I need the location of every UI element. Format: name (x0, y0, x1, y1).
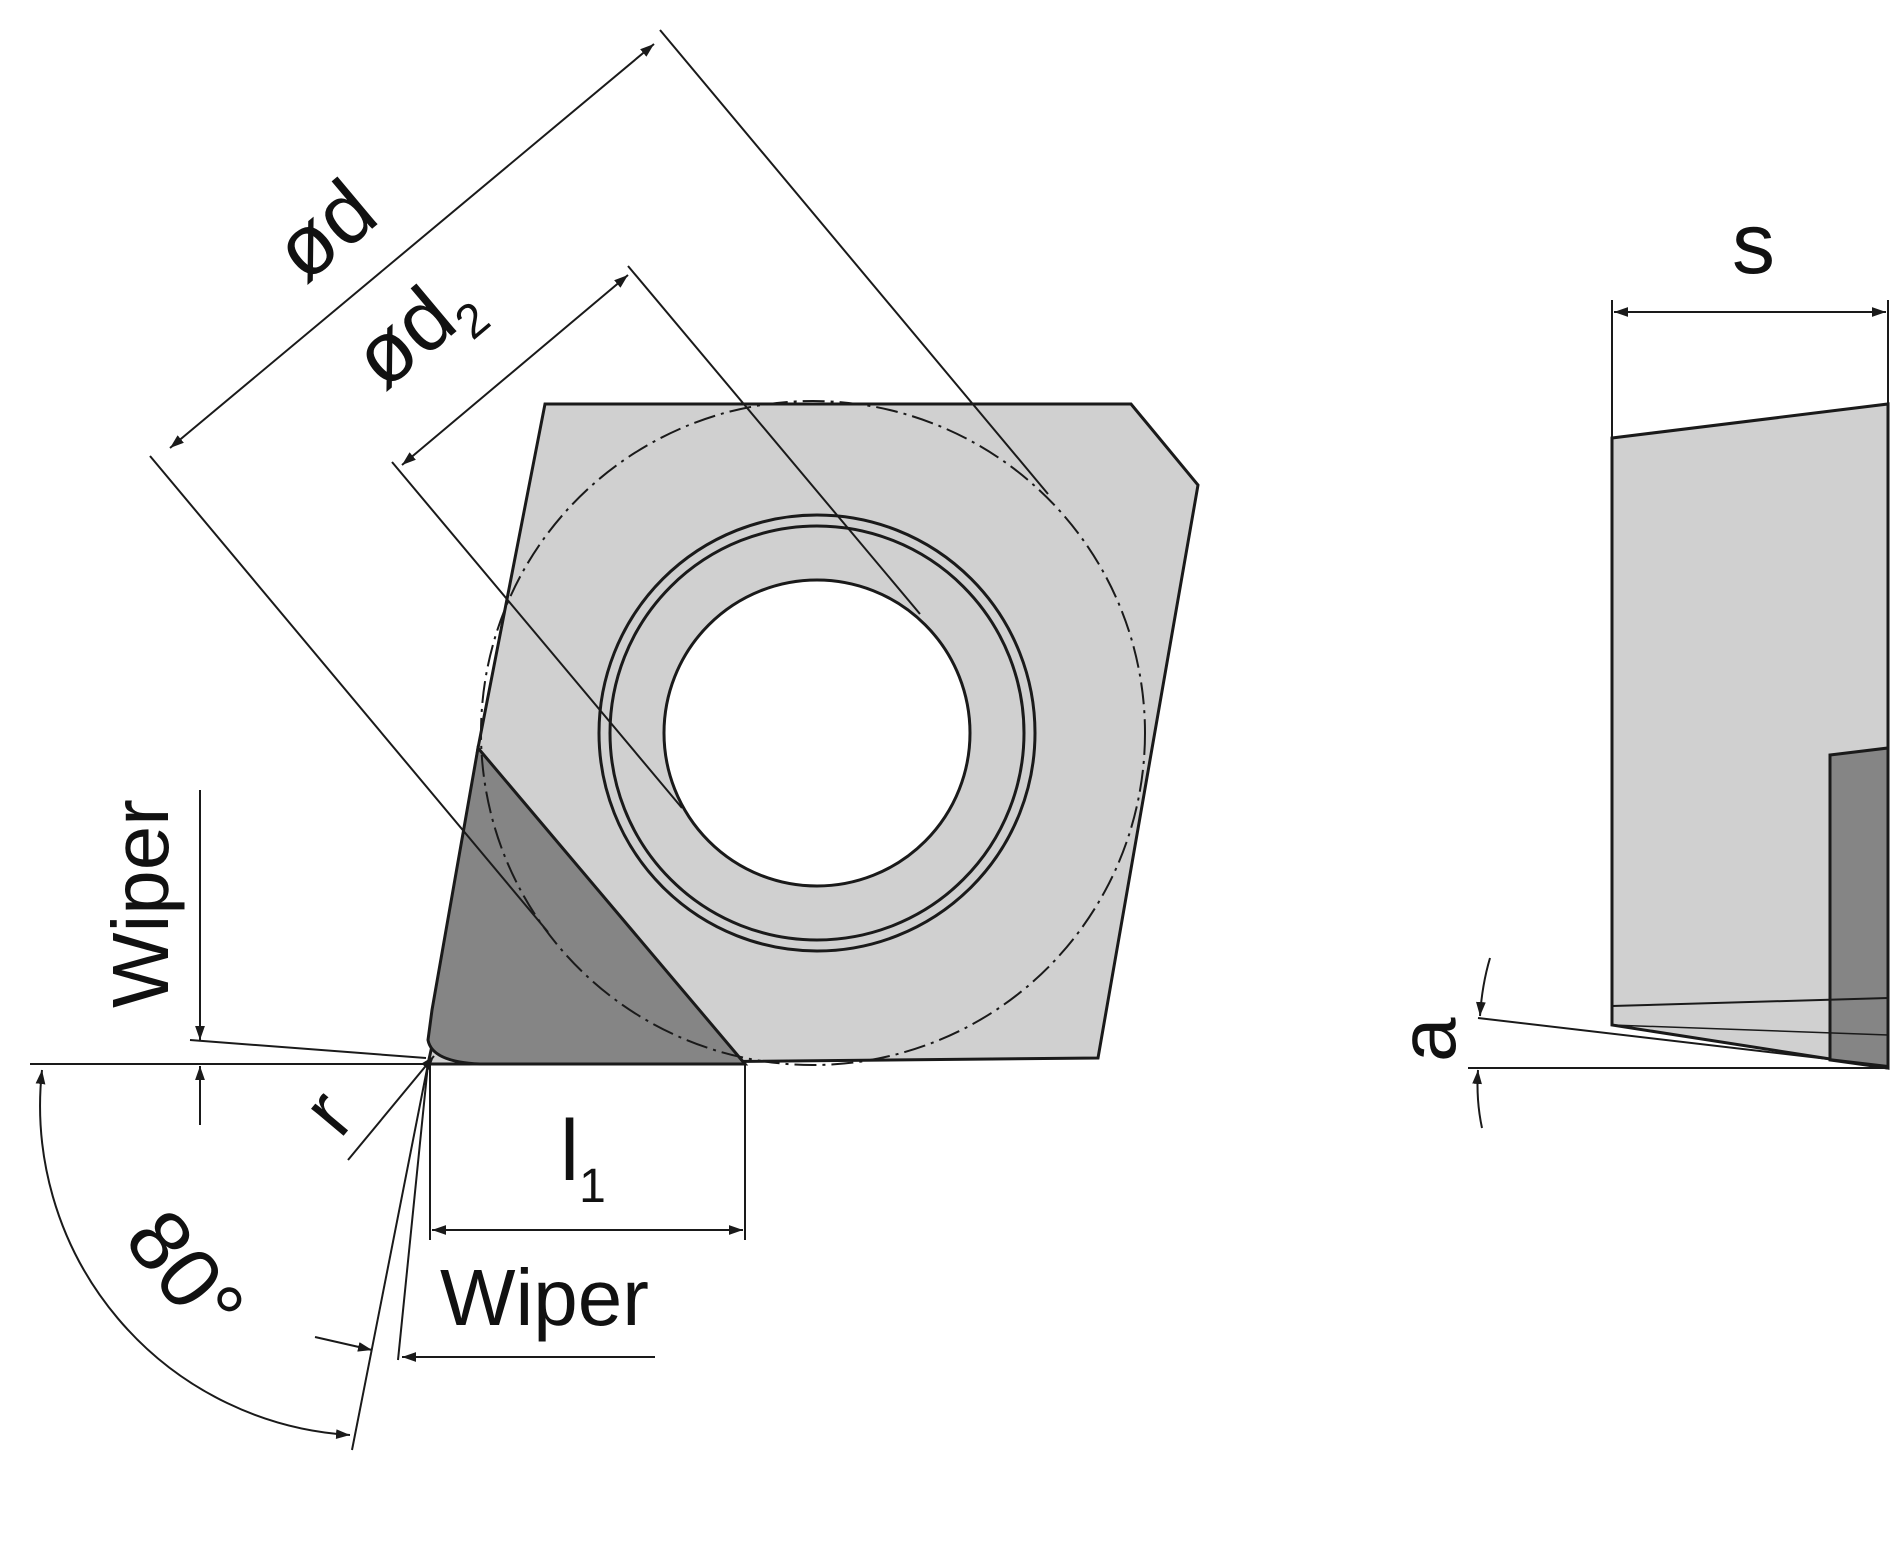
extension-line-d2-right (627, 265, 921, 615)
dimension-line-d2 (401, 274, 629, 466)
radius-leader (347, 1055, 435, 1161)
clearance-arc-top (1476, 957, 1491, 1017)
dimension-s (1611, 300, 1889, 438)
angle-leg-line (351, 1063, 429, 1451)
label-d2: ød2 (335, 251, 500, 414)
inscribed-circle (480, 400, 1146, 1066)
wiper-arrow-left (314, 1336, 373, 1352)
side-chamfer-line (1611, 997, 1889, 1007)
dimension-d2 (391, 265, 921, 809)
label-s: s (1732, 196, 1775, 292)
label-a: a (1383, 1017, 1472, 1062)
label-wiper-left: Wiper (96, 799, 185, 1008)
through-hole (662, 578, 972, 888)
clearance-line (1477, 1017, 1889, 1067)
dimension-l1 (429, 1064, 746, 1240)
angle-construction (30, 1063, 745, 1451)
extension-line-d-right (659, 29, 1049, 495)
dimension-d (149, 29, 1049, 933)
dimension-line-d (169, 43, 655, 449)
label-r: r (285, 1073, 370, 1151)
side-chamfer-line-2 (1611, 1024, 1889, 1036)
dimension-wiper-horizontal (314, 1336, 655, 1362)
label-wiper-bottom: Wiper (440, 1253, 649, 1342)
dimension-wiper-vertical (189, 790, 427, 1125)
extension-line-d2-left (391, 461, 683, 809)
dimension-r (347, 1055, 435, 1161)
label-angle: 80° (107, 1193, 263, 1355)
insert-side-view (1610, 402, 1890, 1070)
wiper-leg-line (397, 1063, 429, 1361)
insert-top-view (426, 400, 1200, 1066)
label-l1-sub: 1 (579, 1160, 606, 1213)
label-l1-main: l (560, 1103, 579, 1199)
dimension-a (1468, 957, 1889, 1129)
clearance-arc-bottom (1472, 1069, 1483, 1129)
wiper-vertical-ext (189, 1039, 427, 1059)
label-d2-main: ød (335, 268, 474, 406)
angle-arc-80 (35, 1069, 351, 1440)
side-cutting-tip (1828, 746, 1890, 1070)
extension-line-d-left (149, 455, 549, 933)
label-l1: l1 (560, 1103, 606, 1213)
hole-counterbore-inner (608, 524, 1026, 942)
